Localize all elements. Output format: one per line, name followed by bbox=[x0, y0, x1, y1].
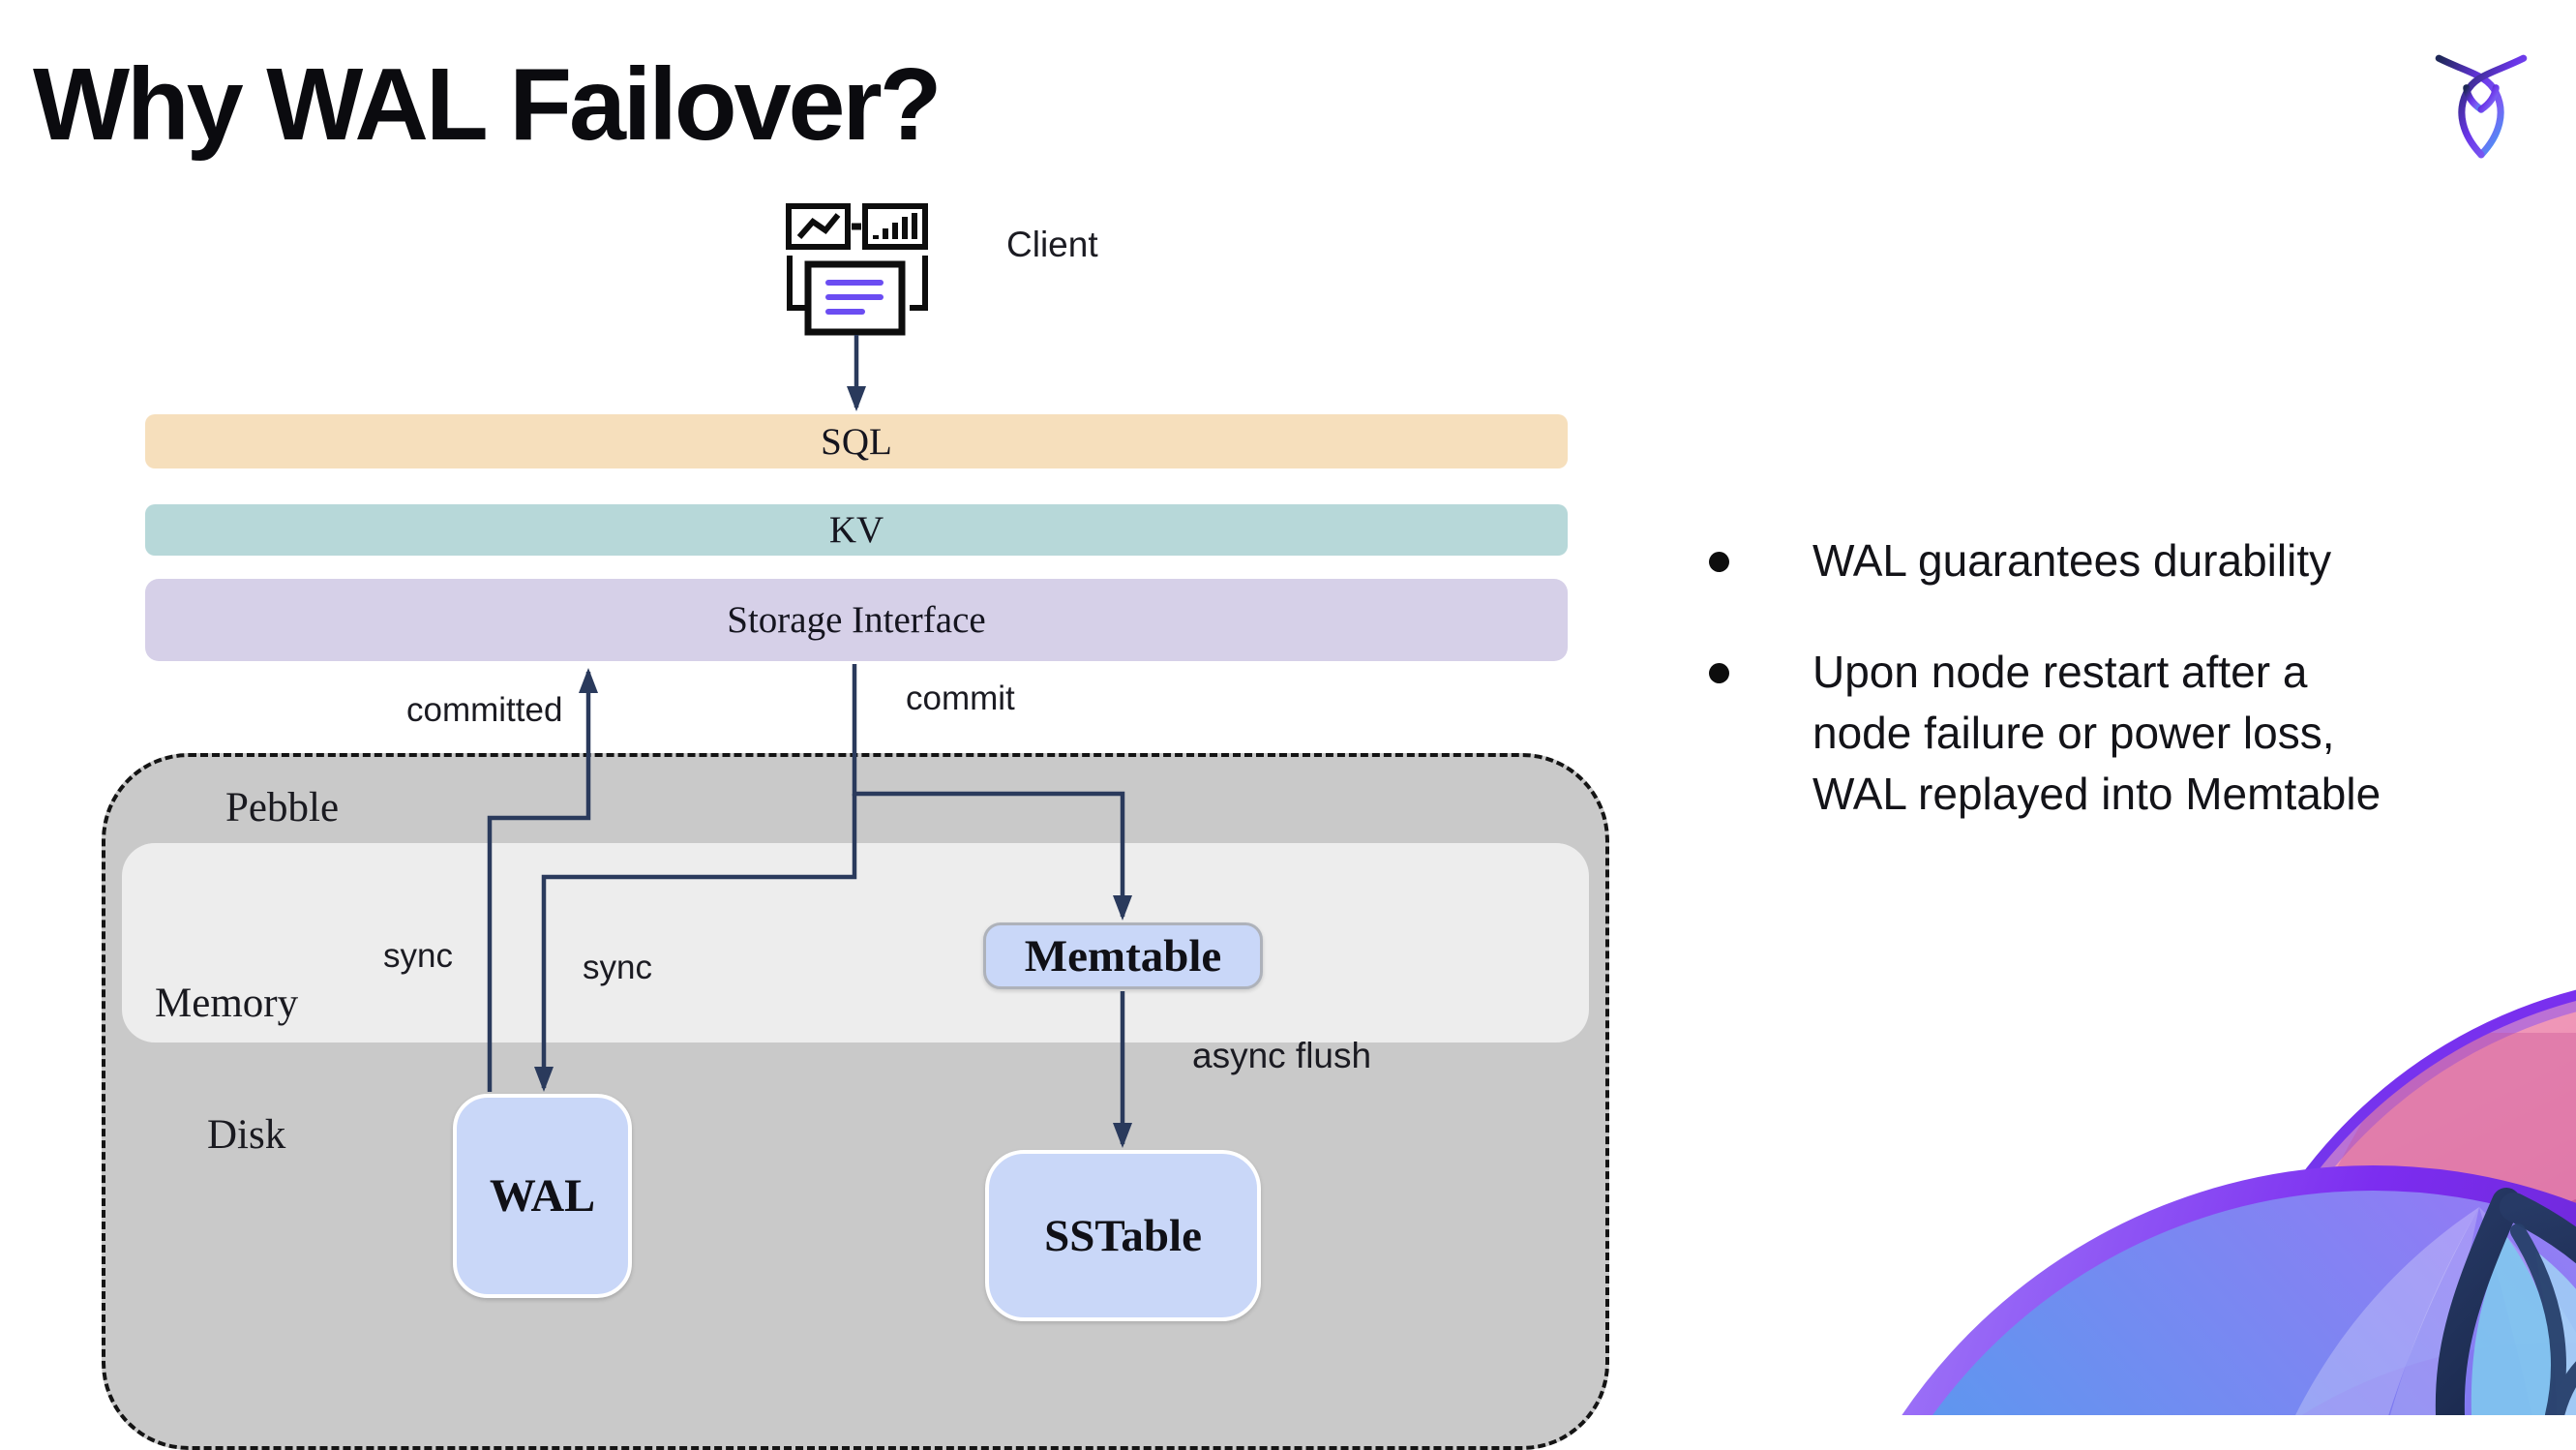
cockroachdb-brand-artwork bbox=[1902, 984, 2576, 1415]
layer-kv: KV bbox=[145, 504, 1568, 556]
layer-sql-label: SQL bbox=[821, 420, 892, 463]
memtable-box: Memtable bbox=[983, 922, 1263, 989]
memtable-label: Memtable bbox=[1024, 930, 1222, 982]
bullet-list: WAL guarantees durability Upon node rest… bbox=[1709, 530, 2493, 825]
bullet-text: Upon node restart after a node failure o… bbox=[1812, 647, 2381, 819]
bullet-text: WAL guarantees durability bbox=[1812, 535, 2332, 586]
layer-sql: SQL bbox=[145, 414, 1568, 468]
sstable-box: SSTable bbox=[985, 1150, 1261, 1321]
bullet-item: WAL guarantees durability bbox=[1709, 530, 2493, 591]
layer-storage-interface-label: Storage Interface bbox=[727, 599, 986, 641]
layer-storage-interface: Storage Interface bbox=[145, 579, 1568, 661]
layer-kv-label: KV bbox=[828, 509, 884, 551]
pebble-label: Pebble bbox=[225, 785, 340, 831]
edge-label-sync-commit: sync bbox=[583, 949, 652, 986]
cockroachdb-logo bbox=[2435, 54, 2528, 159]
edge-label-async-flush: async flush bbox=[1192, 1036, 1372, 1075]
disk-label: Disk bbox=[207, 1112, 286, 1158]
edge-label-sync-wal: sync bbox=[383, 937, 453, 975]
memory-label: Memory bbox=[155, 981, 299, 1026]
wal-box: WAL bbox=[453, 1094, 632, 1298]
wal-label: WAL bbox=[489, 1170, 596, 1222]
sstable-label: SSTable bbox=[1044, 1210, 1202, 1261]
bullet-item: Upon node restart after a node failure o… bbox=[1709, 642, 2493, 825]
memory-band bbox=[122, 843, 1589, 1042]
edge-label-commit: commit bbox=[906, 680, 1015, 717]
line-chart-icon bbox=[786, 203, 851, 250]
client-label: Client bbox=[1006, 225, 1098, 264]
page-title: Why WAL Failover? bbox=[33, 47, 942, 162]
client-device-icon bbox=[786, 203, 928, 336]
bullet-dot-icon bbox=[1709, 663, 1729, 683]
bullet-dot-icon bbox=[1709, 552, 1729, 572]
edge-label-committed: committed bbox=[406, 691, 563, 729]
